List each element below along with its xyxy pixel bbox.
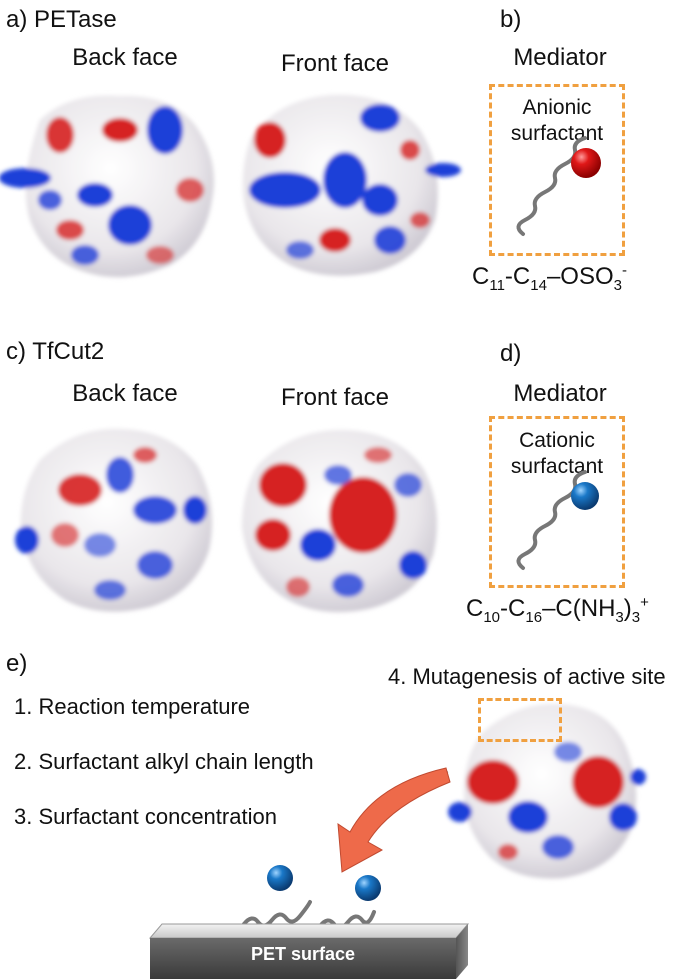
panel-d-label: d)	[500, 340, 522, 367]
anionic-surfactant-line1: Anionic	[522, 96, 592, 119]
panel-a-label: a) PETase	[6, 6, 117, 33]
anionic-tail	[516, 136, 587, 236]
factor-3: 3. Surfactant concentration	[14, 804, 277, 829]
tfcut2-front-face-surface	[242, 429, 437, 613]
surfactant-head-2-icon	[355, 875, 381, 901]
cationic-surfactant-molecule	[516, 470, 599, 570]
petase-front-face-label: Front face	[280, 50, 390, 77]
cationic-tail	[516, 470, 587, 570]
anionic-formula: C11-C14–OSO3-	[472, 262, 627, 294]
cationic-head-icon	[571, 482, 599, 510]
surfactant-tail-1	[242, 900, 312, 928]
curved-arrow-icon	[337, 767, 451, 873]
panel-e-label: e)	[6, 650, 28, 677]
petase-front-face-surface	[242, 94, 461, 276]
pet-surface-label: PET surface	[250, 944, 356, 964]
panel-d-mediator-title: Mediator	[513, 380, 607, 407]
surfactant-head-1-icon	[267, 865, 293, 891]
enzyme-surface	[448, 703, 646, 879]
panel-b-label: b)	[500, 6, 522, 33]
tfcut2-back-face-surface	[15, 428, 213, 612]
active-site-box	[478, 698, 562, 742]
anionic-surfactant-molecule	[516, 136, 601, 236]
tfcut2-back-face-label: Back face	[72, 380, 178, 407]
cationic-surfactant-line1: Cationic	[519, 429, 595, 452]
petase-back-face-label: Back face	[72, 44, 178, 71]
panel-b-mediator-title: Mediator	[513, 44, 607, 71]
surfactant-tail-2	[318, 910, 376, 930]
pet-surface-slab	[148, 923, 470, 979]
tfcut2-front-face-label: Front face	[280, 384, 390, 411]
cationic-formula: C10-C16–C(NH3)3+	[466, 594, 649, 626]
anionic-head-icon	[571, 148, 601, 178]
cationic-surfactant-box	[489, 416, 625, 588]
panel-c-label: c) TfCut2	[6, 338, 105, 365]
petase-back-face-surface	[0, 95, 214, 278]
factor-1: 1. Reaction temperature	[14, 694, 251, 719]
factor-4: 4. Mutagenesis of active site	[388, 664, 666, 689]
factor-2: 2. Surfactant alkyl chain length	[14, 749, 314, 774]
anionic-surfactant-box	[489, 84, 625, 256]
adsorbed-surfactants	[242, 865, 381, 930]
